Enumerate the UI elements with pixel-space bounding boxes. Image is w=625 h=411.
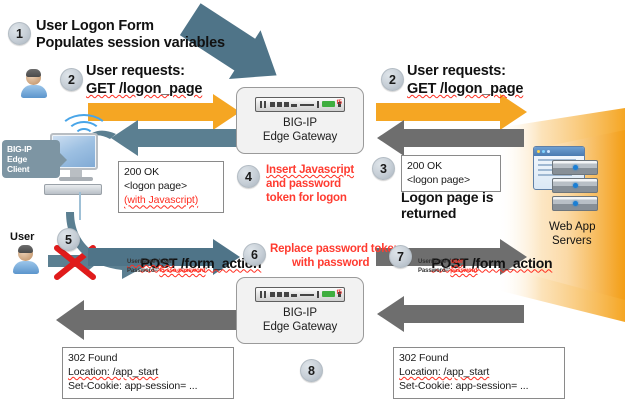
step-1-line-2: Populates session variables — [36, 35, 225, 51]
edge-client-callout-line-2: Edge — [7, 154, 27, 165]
client-cable — [79, 192, 81, 220]
post-right-password-label: Password=' — [418, 268, 451, 274]
bigip-bottom-name-line-2: Edge Gateway — [262, 321, 338, 333]
arrow-step2-right — [376, 94, 527, 130]
bigip-chassis-icon-bottom: f5 — [255, 286, 345, 302]
edge-client-callout-line-1: BIG-IP — [7, 144, 32, 154]
step-1-line-1: User Logon Form — [36, 18, 154, 34]
web-app-servers-label-1: Web App — [549, 221, 596, 233]
post-right-username-value: user — [450, 259, 464, 265]
response-200-client-line-1: 200 OK — [124, 166, 160, 178]
post-right-username-tail: ' — [463, 259, 465, 265]
response-200-server-box: 200 OK <logon page> — [401, 155, 501, 193]
edge-client-callout: BIG-IP Edge Client — [2, 140, 67, 179]
bigip-bottom-name-line-1: BIG-IP — [283, 306, 317, 319]
post-right-password-tail: ' — [477, 268, 479, 274]
step-2-left-line-1: User requests: — [86, 63, 185, 79]
edge-client-callout-line-3: Client — [7, 164, 30, 175]
post-right-username: Username='user' — [418, 258, 465, 267]
step-4-text-1: Insert Javascript — [266, 164, 355, 176]
redirect-right-line-1: 302 Found — [399, 352, 449, 364]
response-200-client-line-2: <logon page> — [124, 180, 188, 193]
wifi-icon — [52, 112, 112, 138]
post-left-password-value: f5-sso-password — [159, 268, 206, 274]
step-5-badge: 5 — [57, 228, 80, 251]
post-left-password: Password='f5-sso-password' — [127, 267, 207, 276]
network-cloud-shape — [497, 108, 625, 322]
post-left-title-text: POST /form_action — [140, 254, 262, 271]
redirect-left-line-1: 302 Found — [68, 352, 118, 364]
arrow-response-right-bottom — [377, 296, 524, 332]
post-right-username-label: Username=' — [418, 259, 451, 265]
user-avatar-bottom — [10, 245, 50, 282]
step-2-right-line-1: User requests: — [407, 63, 506, 79]
step-2-left-badge: 2 — [60, 68, 83, 91]
response-200-client-line-3: (with Javascript) — [124, 194, 199, 207]
arrow-step5-blocked — [48, 248, 100, 274]
web-app-servers-label-2: Servers — [552, 235, 592, 247]
redirect-left-line-3: Set-Cookie: app-session= ... — [68, 380, 198, 393]
bigip-chassis-icon-top: f5 — [255, 96, 345, 112]
post-left-username: Username='user' — [127, 258, 174, 267]
user-avatar-top — [18, 69, 58, 106]
post-right-password-value: password — [450, 268, 478, 274]
step-6-badge: 6 — [243, 243, 266, 266]
server-stack-icon — [552, 160, 598, 211]
redirect-right-line-3: Set-Cookie: app-session= ... — [399, 380, 529, 393]
step-8-badge: 8 — [300, 359, 323, 382]
step-4-line-1: Insert Javascript — [266, 164, 354, 178]
post-right-title-text: POST /form_action — [431, 254, 553, 271]
step-2-left-line-2: GET /logon_page — [86, 81, 203, 97]
bigip-top-name-line-1: BIG-IP — [283, 116, 317, 129]
bigip-edge-gateway-bottom[interactable]: f5 BIG-IP Edge Gateway — [236, 277, 364, 344]
step-1-badge: 1 — [8, 22, 31, 45]
step-7-badge: 7 — [389, 245, 412, 268]
step-3-caption-line-2: returned — [401, 205, 457, 221]
arrow-response-left-bottom — [56, 300, 238, 340]
user-label: User — [10, 231, 35, 243]
post-left-username-text: Username='user' — [127, 259, 174, 265]
step-6-line-1: Replace password token — [270, 243, 401, 255]
step-6-line-2: with password — [292, 257, 370, 269]
response-200-server-line-1: 200 OK — [407, 160, 443, 172]
response-200-server-line-2: <logon page> — [407, 174, 471, 187]
redirect-right-line-2: Location: /app_start — [399, 366, 490, 379]
post-left-title: POST /form_action — [126, 240, 261, 287]
step-3-caption-line-1: Logon page is — [401, 189, 494, 205]
bigip-edge-gateway-top[interactable]: f5 BIG-IP Edge Gateway — [236, 87, 364, 154]
post-right-password: Password='password' — [418, 267, 479, 276]
f5-logo-top: f5 — [336, 99, 342, 106]
post-right-title: POST /form_action — [417, 240, 552, 287]
arrow-response-left-top — [111, 120, 238, 156]
bigip-top-name-line-2: Edge Gateway — [262, 131, 338, 143]
redirect-right-box: 302 Found Location: /app_start Set-Cooki… — [393, 347, 565, 399]
step-4-badge: 4 — [237, 165, 260, 188]
f5-logo-bottom: f5 — [336, 289, 342, 296]
step-4-line-2: and password — [266, 178, 341, 190]
post-left-password-label: Password=' — [127, 268, 160, 274]
redirect-left-box: 302 Found Location: /app_start Set-Cooki… — [62, 347, 234, 399]
response-200-client-box: 200 OK <logon page> (with Javascript) — [118, 161, 224, 213]
step-2-right-line-2: GET /logon_page — [407, 81, 524, 97]
step-2-right-badge: 2 — [381, 68, 404, 91]
redirect-left-line-2: Location: /app_start — [68, 366, 159, 379]
web-app-servers-icon — [533, 146, 598, 211]
red-x-icon — [54, 245, 96, 280]
arrow-response-right-top — [377, 120, 524, 156]
step-4-line-3: token for logon — [266, 192, 347, 204]
post-left-password-tail: ' — [205, 268, 207, 274]
step-3-badge: 3 — [372, 157, 395, 180]
